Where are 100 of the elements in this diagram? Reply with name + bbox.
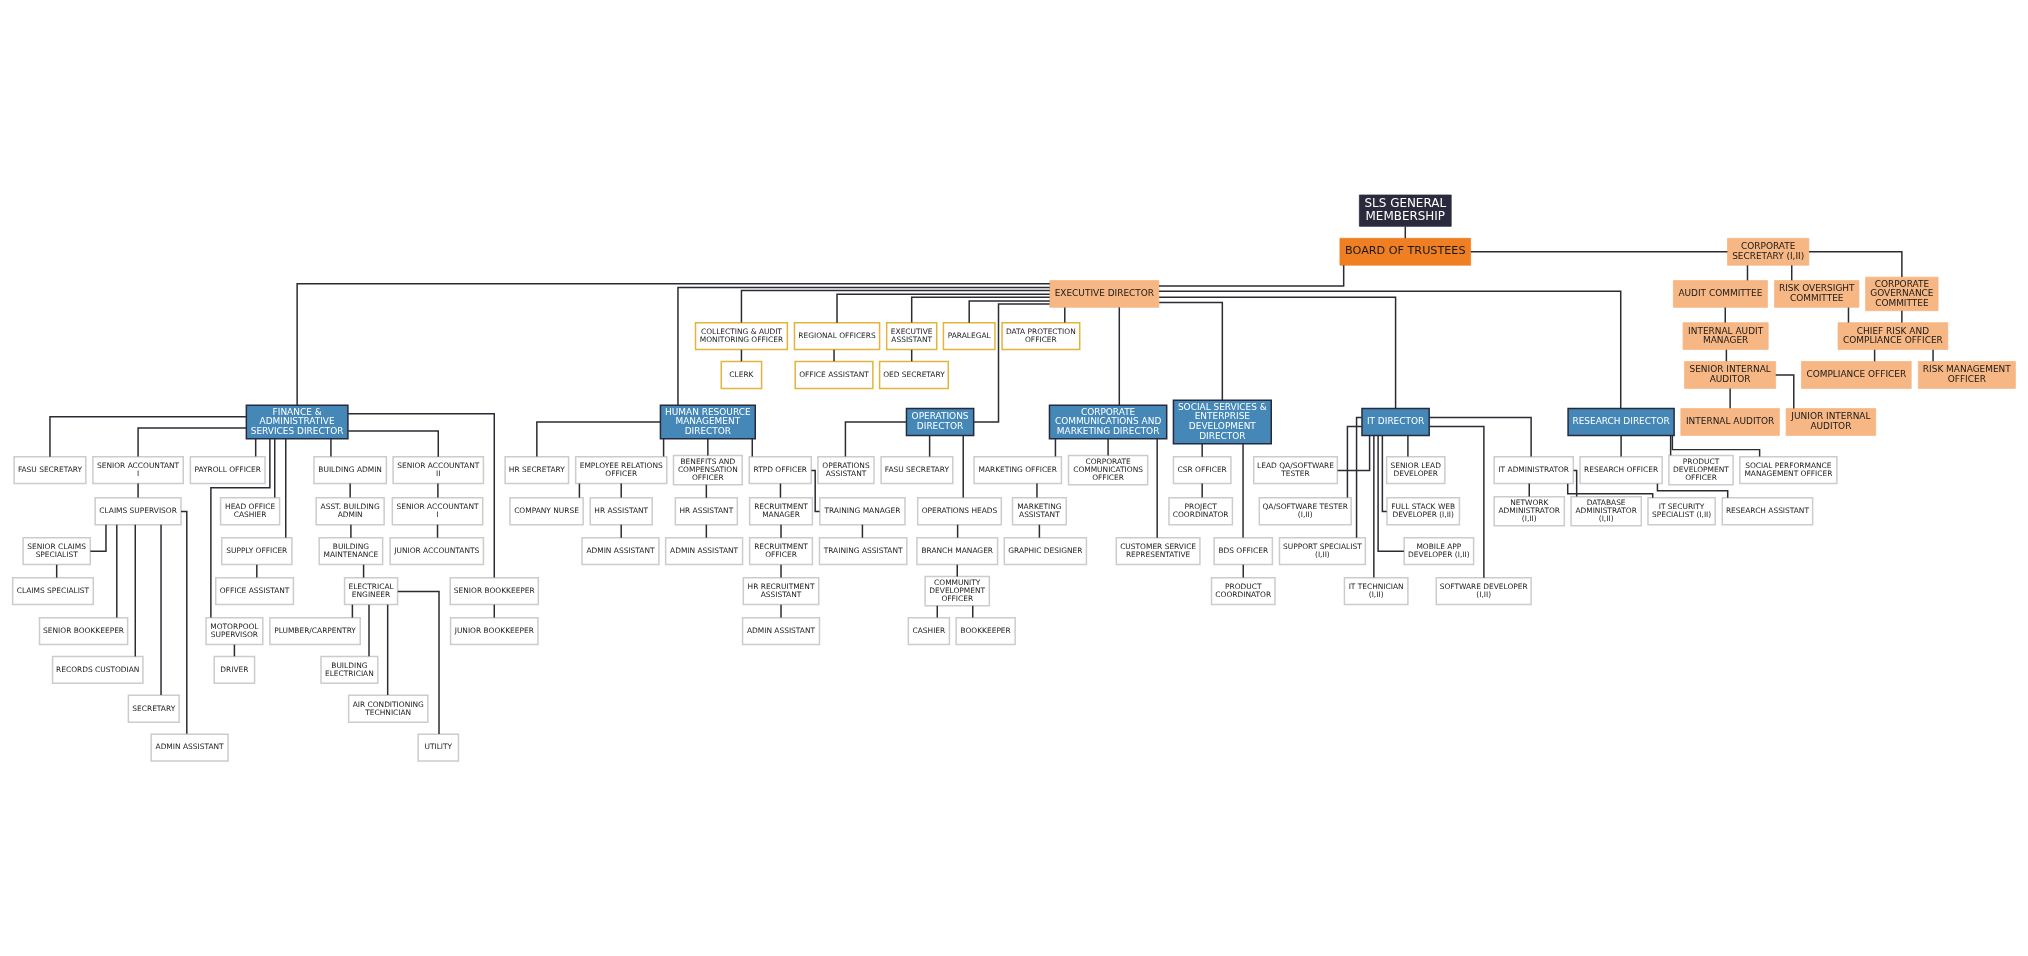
node-box: COMMUNITY DEVELOPMENT OFFICER — [924, 575, 991, 607]
connector — [620, 482, 622, 499]
connector — [1355, 416, 1363, 539]
connector — [536, 421, 661, 458]
connector — [1064, 306, 1066, 324]
connector — [1470, 251, 1729, 253]
node-box: RISK OVERSIGHT COMMITTEE — [1774, 280, 1860, 308]
node-box: SENIOR CLAIMS SPECIALIST — [22, 537, 92, 566]
connector — [256, 563, 258, 579]
node-box: SOFTWARE DEVELOPER (I,II) — [1435, 576, 1532, 606]
node-box: SENIOR BOOKKEEPER — [449, 576, 540, 606]
node-box: UTILITY — [417, 733, 460, 762]
connector — [368, 604, 370, 658]
node-box: TRAINING ASSISTANT — [818, 537, 908, 566]
node-box: JUNIOR INTERNAL AUDITOR — [1785, 408, 1877, 436]
connector — [677, 286, 1051, 406]
connector — [1242, 443, 1244, 539]
node-box: EXECUTIVE DIRECTOR — [1049, 280, 1160, 308]
node-box: SECRETARY — [127, 694, 180, 723]
connector — [134, 524, 137, 658]
node-box: TRAINING MANAGER — [819, 497, 906, 526]
node-box: BUILDING MAINTENANCE — [318, 537, 384, 566]
node-box: BUILDING ADMIN — [313, 455, 388, 485]
node-box: ASST. BUILDING ADMIN — [315, 497, 385, 526]
node-box: REGIONAL OFFICERS — [793, 321, 881, 351]
connector — [1158, 264, 1345, 287]
node-box: RECRUITMENT OFFICER — [748, 537, 814, 566]
connector — [1346, 425, 1363, 499]
node-box: BOARD OF TRUSTEES — [1339, 237, 1471, 266]
node-box: OFFICE ASSISTANT — [215, 576, 295, 606]
node-box: ADMIN ASSISTANT — [664, 537, 744, 566]
connector — [1377, 434, 1405, 552]
node-box: OFFICE ASSISTANT — [794, 360, 874, 390]
node-box: BUILDING ELECTRICIAN — [320, 655, 379, 685]
node-box: OPERATIONS ASSISTANT — [817, 455, 875, 485]
connector — [180, 510, 188, 735]
node-box: CSR OFFICER — [1172, 455, 1232, 485]
node-box: FASU SECRETARY — [13, 455, 87, 485]
node-box: DATA PROTECTION OFFICER — [1001, 321, 1081, 351]
node-box: OPERATIONS HEADS — [916, 497, 1003, 526]
node-box: ADMIN ASSISTANT — [741, 616, 821, 646]
node-box: OED SECRETARY — [878, 360, 950, 390]
connector — [780, 524, 782, 539]
connector — [1201, 482, 1203, 499]
node-box: FASU SECRETARY — [880, 455, 954, 485]
node-box: HUMAN RESOURCE MANAGEMENT DIRECTOR — [659, 404, 756, 440]
node-box: LEAD QA/SOFTWARE TESTER — [1252, 455, 1339, 485]
connector — [928, 434, 931, 458]
connector — [1428, 416, 1532, 458]
connector — [1118, 306, 1121, 406]
node-box: HR RECRUITMENT ASSISTANT — [742, 576, 820, 606]
node-box: BRANCH MANAGER — [916, 537, 999, 566]
connector — [836, 293, 1051, 324]
node-box: CORPORATE GOVERNANCE COMMITTEE — [1865, 276, 1939, 312]
connector — [49, 416, 247, 458]
node-box: SOCIAL PERFORMANCE MANAGEMENT OFFICER — [1739, 455, 1838, 485]
node-box: IT TECHNICIAN (I,II) — [1343, 576, 1409, 606]
connector — [1808, 251, 1903, 278]
node-box: FULL STACK WEB DEVELOPER (I,II) — [1386, 497, 1461, 526]
node-box: IT ADMINISTRATOR — [1493, 455, 1575, 485]
node-box: HR ASSISTANT — [674, 497, 739, 526]
node-box: PARALEGAL — [942, 321, 996, 351]
node-box: FINANCE & ADMINISTRATIVE SERVICES DIRECTOR — [245, 404, 349, 440]
connector — [350, 524, 352, 539]
node-box: SENIOR ACCOUNTANT II — [392, 455, 485, 485]
node-box: PAYROLL OFFICER — [189, 455, 266, 485]
connector — [89, 524, 107, 552]
node-box: EXECUTIVE ASSISTANT — [885, 321, 938, 351]
connector — [1572, 469, 1578, 498]
node-box: HR SECRETARY — [504, 455, 570, 485]
connector — [137, 427, 247, 458]
connector — [972, 303, 1051, 423]
node-box: SENIOR ACCOUNTANT I — [391, 497, 484, 526]
node-box: ELECTRICAL ENGINEER — [343, 576, 399, 606]
node-box: PROJECT COORDINATOR — [1168, 497, 1234, 526]
connector — [347, 430, 439, 458]
node-box: HR ASSISTANT — [589, 497, 653, 526]
connector — [1158, 290, 1622, 410]
connector — [910, 296, 1051, 324]
node-box: CORPORATE COMMUNICATIONS AND MARKETING DIRECTOR — [1048, 404, 1168, 440]
node-box: CORPORATE COMMUNICATIONS OFFICER — [1067, 454, 1149, 486]
connector — [285, 438, 287, 539]
connector — [1669, 434, 1672, 456]
node-box: JUNIOR ACCOUNTANTS — [389, 537, 485, 566]
connector — [349, 482, 351, 499]
connector — [780, 603, 782, 619]
node-box: PRODUCT COORDINATOR — [1210, 576, 1276, 606]
node-box: AUDIT COMMITTEE — [1673, 280, 1768, 308]
connector — [1036, 482, 1038, 499]
connector — [1201, 443, 1203, 458]
connector — [1156, 438, 1158, 539]
node-box: SENIOR LEAD DEVELOPER — [1385, 455, 1446, 485]
node-box: CLERK — [720, 360, 763, 390]
node-box: MARKETING ASSISTANT — [1011, 497, 1067, 526]
connector — [1671, 434, 1761, 458]
node-box: BOOKKEEPER — [955, 616, 1016, 646]
node-box: NETWORK ADMINISTRATOR (I,II) — [1493, 495, 1566, 527]
node-box: CHIEF RISK AND COMPLIANCE OFFICER — [1837, 322, 1949, 350]
connector — [740, 289, 1051, 324]
connector — [620, 524, 622, 539]
